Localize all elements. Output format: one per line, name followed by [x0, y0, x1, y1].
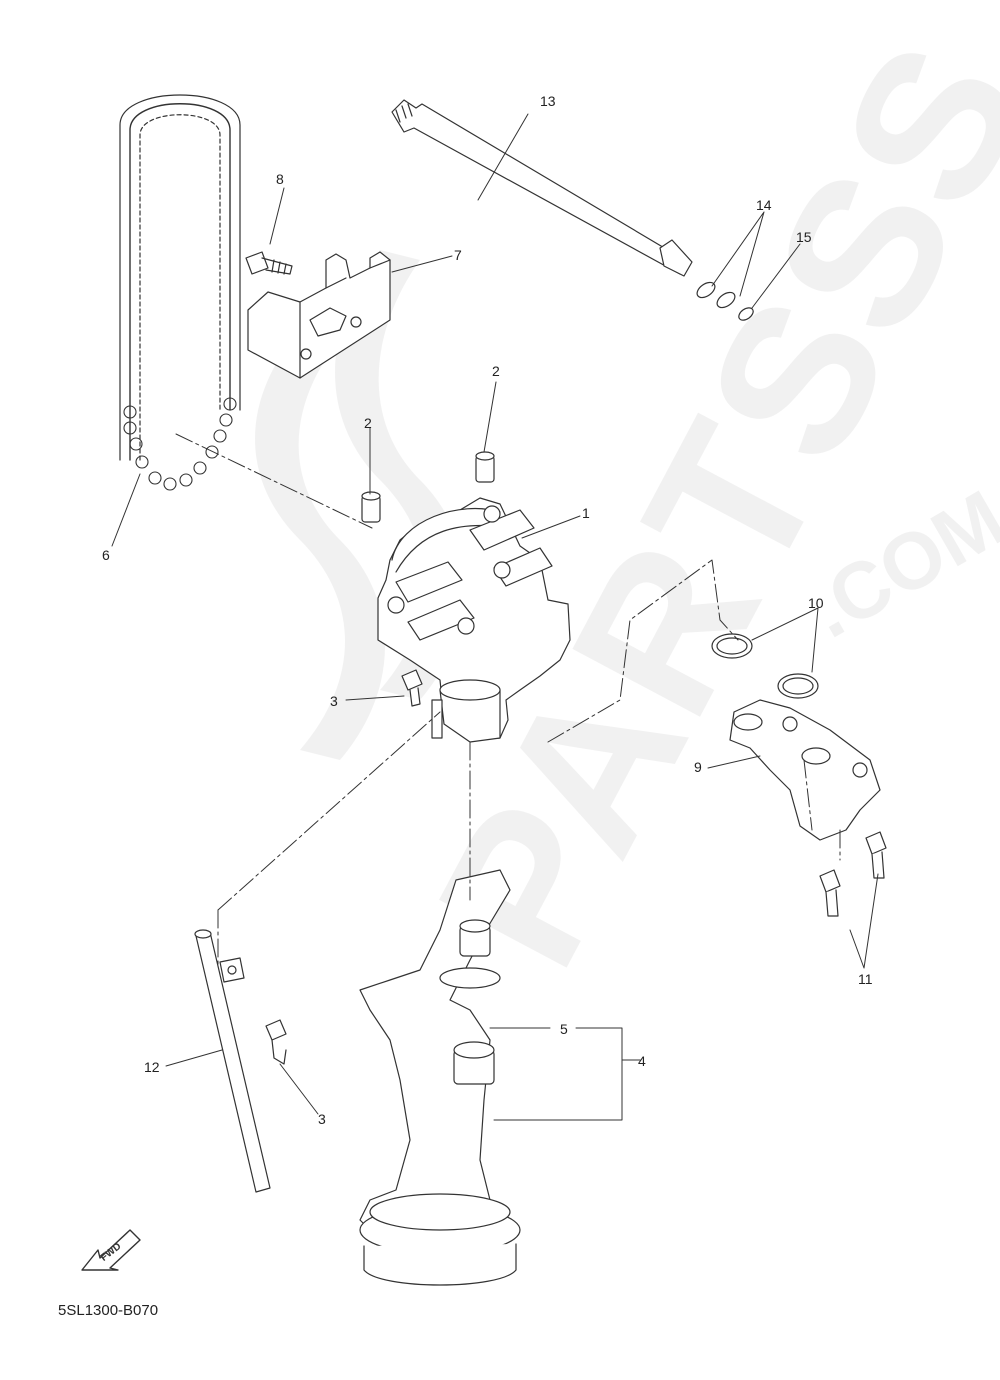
strainer-assembly-part-4 [359, 869, 521, 1286]
callout-15: 15 [796, 229, 812, 245]
callout-4: 4 [638, 1053, 646, 1069]
callout-14: 14 [756, 197, 772, 213]
fwd-arrow-icon [81, 1229, 141, 1271]
callout-9: 9 [694, 759, 702, 775]
leader-lines [111, 113, 879, 1121]
callout-8: 8 [276, 171, 284, 187]
callout-6: 6 [102, 547, 110, 563]
callout-3: 3 [330, 693, 338, 709]
callout-13: 13 [540, 93, 556, 109]
chain-guide-part-7 [247, 251, 391, 379]
bolt-part-3-lower [265, 1019, 287, 1065]
o-rings-part-14-15 [696, 281, 754, 321]
assembly-lines [175, 433, 841, 965]
callout-5: 5 [560, 1021, 568, 1037]
callout-7: 7 [454, 247, 462, 263]
oil-pump-assembly-part-1 [377, 497, 571, 743]
callout-2: 2 [364, 415, 372, 431]
bolts-part-11 [819, 831, 887, 917]
diagram-code: 5SL1300-B070 [58, 1302, 159, 1319]
callout-12: 12 [144, 1059, 160, 1075]
bolt-part-8 [245, 251, 293, 275]
bolt-part-3-upper [401, 669, 423, 707]
chain-part [119, 94, 241, 491]
callout-11: 11 [858, 971, 873, 987]
callout-1: 1 [582, 505, 590, 521]
strainer-fitting-part-5 [439, 919, 501, 1085]
dowel-pins-part-2 [361, 451, 495, 523]
tube-part-12 [194, 929, 271, 1193]
o-rings-part-10 [711, 633, 819, 699]
callout-2: 2 [492, 363, 500, 379]
callout-10: 10 [808, 595, 824, 611]
pump-shaft-part-13 [391, 99, 693, 277]
callout-3: 3 [318, 1111, 326, 1127]
